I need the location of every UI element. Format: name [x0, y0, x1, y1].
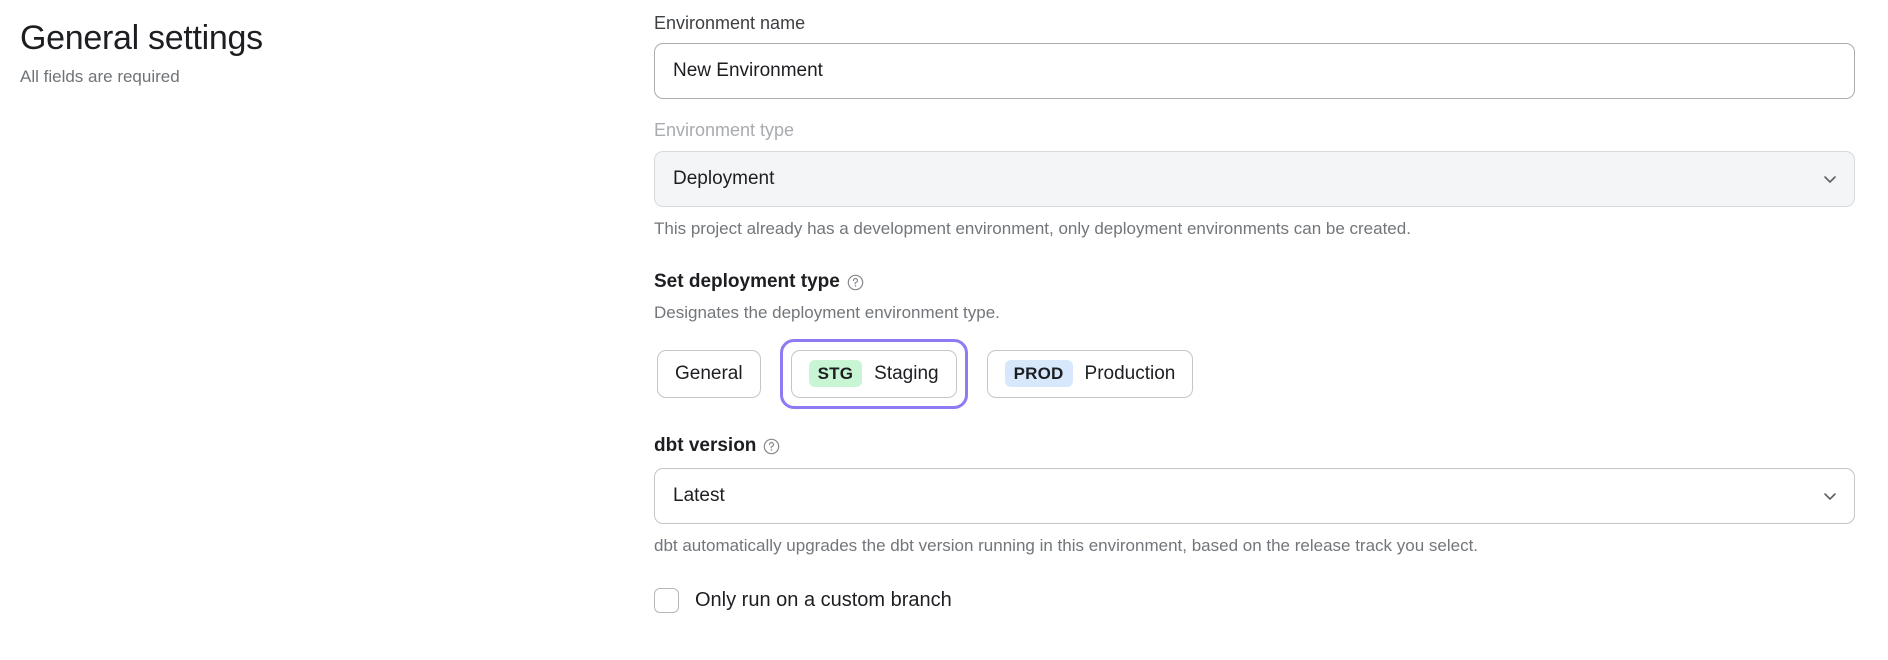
environment-type-label: Environment type: [654, 120, 795, 141]
deployment-option-production[interactable]: PROD Production: [986, 349, 1194, 398]
deployment-option-staging-wrapper: STG Staging: [779, 338, 968, 409]
deployment-type-field-group: Set deployment type Designates the deplo…: [654, 271, 1855, 409]
deployment-option-staging-label: Staging: [874, 362, 939, 384]
deployment-option-general[interactable]: General: [657, 349, 761, 398]
help-circle-icon[interactable]: [763, 438, 780, 455]
custom-branch-row: Only run on a custom branch: [654, 587, 1855, 613]
environment-type-select[interactable]: Deployment: [654, 150, 1855, 207]
deployment-option-production-label: Production: [1084, 362, 1176, 384]
dbt-version-heading-label: dbt version: [654, 434, 757, 456]
deployment-option-production-wrapper: PROD Production: [976, 339, 1205, 409]
deployment-option-staging[interactable]: STG Staging: [790, 349, 957, 398]
custom-branch-label[interactable]: Only run on a custom branch: [695, 589, 952, 612]
page-subtitle: All fields are required: [20, 67, 180, 87]
dbt-version-select-wrapper: Latest: [654, 467, 1855, 524]
deployment-option-general-label: General: [675, 362, 743, 384]
dbt-version-field-group: dbt version Latest dbt automatica: [654, 435, 1855, 558]
dbt-version-select[interactable]: Latest: [654, 467, 1855, 524]
settings-form-column: Environment name New Environment Environ…: [654, 0, 1888, 613]
deployment-option-production-badge: PROD: [1004, 359, 1073, 388]
deployment-type-description: Designates the deployment environment ty…: [654, 302, 1000, 322]
deployment-option-staging-badge: STG: [808, 359, 863, 388]
help-circle-icon[interactable]: [847, 274, 864, 291]
environment-type-field-group: Environment type Deployment This project…: [654, 119, 1855, 240]
custom-branch-checkbox[interactable]: [654, 587, 679, 613]
deployment-type-heading-label: Set deployment type: [654, 270, 840, 292]
dbt-version-helper-text: dbt automatically upgrades the dbt versi…: [654, 535, 1479, 555]
environment-type-helper-text: This project already has a development e…: [654, 218, 1411, 238]
deployment-option-general-wrapper: General: [646, 339, 772, 409]
environment-name-input[interactable]: New Environment: [654, 43, 1855, 100]
environment-name-field-group: Environment name New Environment: [654, 12, 1855, 100]
page-title: General settings: [20, 19, 263, 57]
deployment-type-option-group: General STG Staging PROD Production: [646, 338, 1855, 409]
dbt-version-heading: dbt version: [654, 435, 1855, 457]
environment-name-label: Environment name: [654, 13, 806, 33]
settings-intro-column: General settings All fields are required: [0, 0, 654, 88]
deployment-type-heading: Set deployment type: [654, 271, 1855, 293]
environment-type-select-wrapper: Deployment: [654, 150, 1855, 207]
